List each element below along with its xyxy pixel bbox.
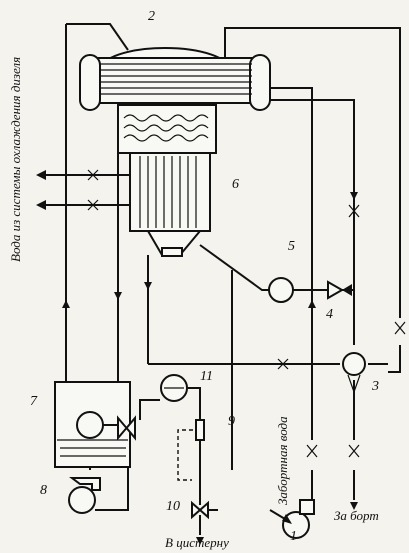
tank-7 [54,381,136,468]
condenser-body [91,57,261,104]
cooling-water-lines [36,169,130,211]
number-3: 3 [371,379,379,394]
pipe-tank-to-11 [139,399,160,420]
number-5: 5 [288,239,295,254]
tank-water-level [57,439,128,457]
ejector-4-nozzle [342,284,352,296]
pipe-right-lower [388,345,401,373]
label-overboard: За борт [334,508,379,523]
label-seawater: Забортная вода [275,416,290,505]
valve-10 [191,500,209,520]
ejector-4 [327,280,345,300]
flow-arrows [62,192,358,545]
pipe-top-right [224,27,401,318]
valve-horizontal [277,358,289,370]
valve-overboard [348,444,360,458]
component-numbers: 1 2 3 4 5 6 7 8 9 10 11 [30,9,379,544]
number-4: 4 [326,307,333,322]
valve-9 [195,419,205,441]
number-6: 6 [232,177,239,192]
pump-3-nozzle [347,374,361,394]
pipelines [65,23,401,535]
valve-cooling-out [87,199,99,211]
pipe-to-separator-5 [199,244,270,291]
separator-5 [268,277,294,303]
label-cooling-water: Вода из системы охлаждения дизеля [8,57,23,262]
number-11: 11 [200,369,213,384]
pipe-11-to-9 [188,387,201,420]
number-2: 2 [148,9,155,24]
number-10: 10 [166,499,180,514]
valve-right-vertical [394,321,406,335]
label-to-tank: В цистерну [165,535,229,550]
condenser-2 [79,47,271,111]
pipe-dashed-control [177,429,200,481]
line-valves [277,204,406,458]
pipe-top-left [66,23,129,51]
number-9: 9 [228,414,235,429]
float-valve [117,415,136,441]
evaporator-6 [117,104,217,257]
valve-seawater [306,444,318,458]
valve-cooling-in [87,169,99,181]
valve-right-upper [348,204,360,218]
float-ball [76,411,104,439]
number-1: 1 [290,529,297,544]
pump-8 [68,477,105,514]
number-8: 8 [40,483,47,498]
pump-1 [269,499,315,539]
pump-3 [342,352,366,376]
pipe-seawater-outlet [255,87,313,440]
pipe-to-valve-3 [255,99,355,345]
number-7: 7 [30,394,38,409]
